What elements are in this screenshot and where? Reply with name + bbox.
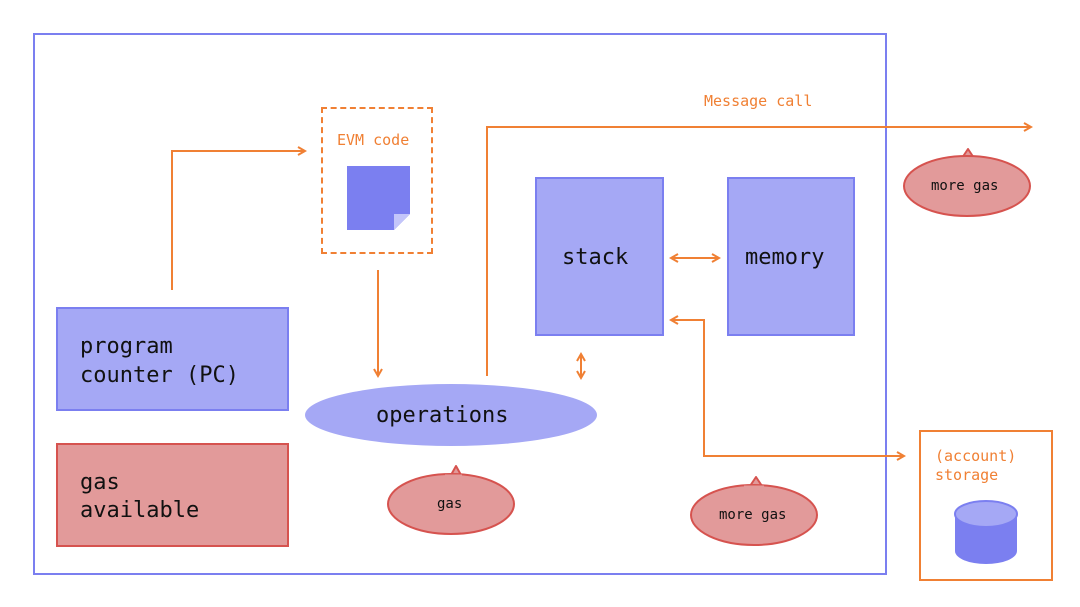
storage-label-line1: (account) bbox=[935, 447, 1017, 465]
gas-available-box bbox=[56, 443, 289, 547]
evm-frame bbox=[33, 33, 887, 575]
evm-code-label: EVM code bbox=[337, 131, 410, 149]
gas-bubble-label: gas bbox=[437, 496, 463, 512]
stack-label: stack bbox=[562, 245, 629, 270]
gas-bubble-ellipse bbox=[387, 473, 515, 535]
more-gas-bottom-label: more gas bbox=[719, 507, 787, 523]
stack-box bbox=[535, 177, 664, 336]
stack-storage-arrow bbox=[671, 320, 904, 456]
storage-box bbox=[919, 430, 1053, 581]
program-counter-box bbox=[56, 307, 289, 411]
pc-to-code-arrow bbox=[171, 151, 305, 290]
more-gas-bottom-bubble bbox=[690, 484, 818, 546]
message-call-label: Message call bbox=[704, 92, 813, 110]
database-icon bbox=[954, 500, 1018, 564]
operations-label: operations bbox=[376, 403, 509, 428]
storage-label-line2: storage bbox=[935, 466, 999, 484]
operations-ellipse bbox=[305, 384, 597, 446]
gas-available-label-line1: gas bbox=[80, 470, 120, 495]
evm-code-box bbox=[321, 107, 433, 254]
memory-box bbox=[727, 177, 855, 336]
gas-available-label-line2: available bbox=[80, 498, 200, 523]
more-gas-top-label: more gas bbox=[931, 178, 999, 194]
program-counter-label-line2: counter (PC) bbox=[80, 363, 239, 388]
message-call-arrow bbox=[486, 127, 1031, 376]
document-icon bbox=[347, 166, 410, 230]
more-gas-top-bubble bbox=[903, 155, 1031, 217]
memory-label: memory bbox=[745, 245, 825, 270]
program-counter-label-line1: program bbox=[80, 334, 173, 359]
